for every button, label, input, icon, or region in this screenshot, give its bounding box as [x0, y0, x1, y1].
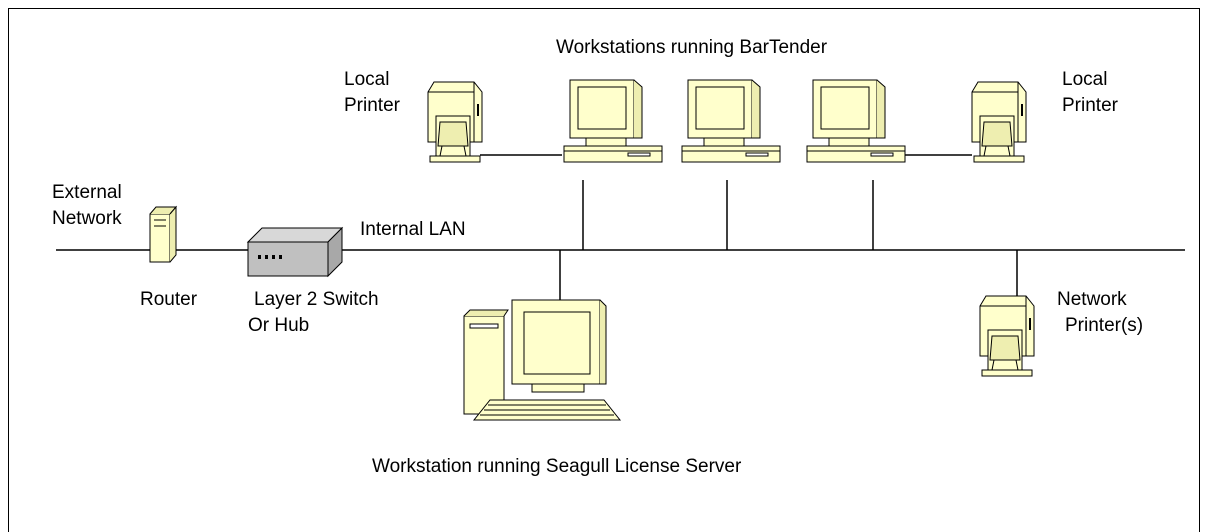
license-server-label: Workstation running Seagull License Serv… [372, 456, 742, 477]
workstation-icon-3 [806, 79, 906, 163]
switch-label: Layer 2 Switch Or Hub [248, 289, 379, 336]
local-printer-right-label: Local Printer [1062, 69, 1118, 116]
workstation-icon-1 [563, 79, 663, 163]
network-lines [56, 154, 1185, 300]
network-printer-label: Network Printer(s) [1057, 289, 1144, 336]
router-icon [149, 205, 178, 263]
workstations-title: Workstations running BarTender [556, 37, 828, 58]
internal-lan-label: Internal LAN [360, 219, 466, 240]
switch-icon [246, 226, 344, 278]
license-server-icon [463, 299, 622, 421]
router-label: Router [140, 289, 198, 310]
local-printer-left-icon [427, 81, 483, 163]
external-network-label: External Network [52, 182, 122, 229]
local-printer-right-icon [971, 81, 1027, 163]
workstation-icon-2 [681, 79, 781, 163]
diagram-frame [8, 8, 1200, 532]
network-printer-icon [979, 295, 1035, 377]
local-printer-left-label: Local Printer [344, 69, 400, 116]
